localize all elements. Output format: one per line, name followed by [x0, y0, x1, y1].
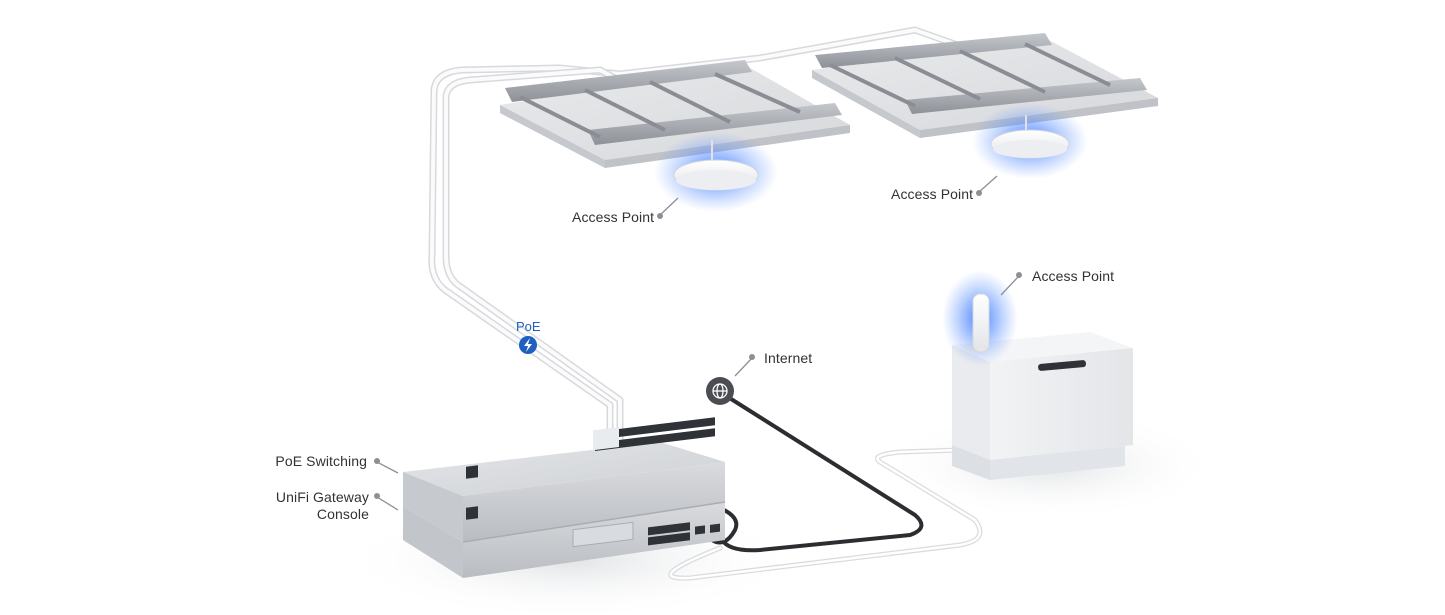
cabinet-cable [668, 447, 983, 581]
globe-icon [712, 383, 728, 399]
internet-badge [706, 377, 734, 405]
poe-label: PoE [516, 319, 541, 334]
poe-switch-ports [593, 417, 715, 451]
gateway-label-line1: UniFi Gateway [275, 489, 369, 505]
access-point-3-device [942, 270, 1018, 366]
cabinet [952, 332, 1133, 480]
gateway-console-device [403, 501, 726, 578]
poe-switching-label: PoE Switching [275, 453, 367, 469]
uplink-cable [428, 26, 1004, 509]
gateway-label-line2: Console [316, 506, 369, 522]
internet-cable [710, 390, 924, 553]
internet-label: Internet [764, 350, 813, 366]
poe-switch-device [403, 442, 725, 542]
access-point-2-device [972, 103, 1088, 179]
lightning-bolt-icon [524, 338, 532, 352]
gateway-console-label: UniFi Gateway Console [250, 489, 369, 523]
poe-badge [519, 336, 537, 354]
access-point-2-label: Access Point [891, 186, 974, 202]
access-point-3-label: Access Point [1032, 268, 1115, 284]
leader-lines [374, 175, 1022, 511]
access-point-1-device [654, 132, 778, 212]
access-point-1-label: Access Point [572, 209, 655, 225]
